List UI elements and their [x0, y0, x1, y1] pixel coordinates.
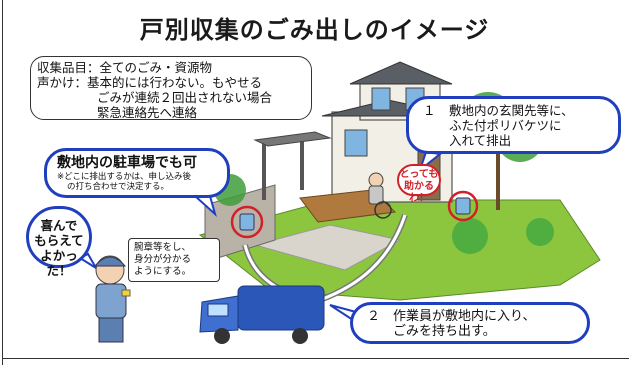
parking-bubble: 敷地内の駐車場でも可 ※どこに排出するかは、申し込み後 の打ち合わせで決定する。: [44, 148, 230, 198]
help-bubble: とっても 助かるわ！: [397, 164, 441, 204]
step1-line2: ふた付ポリバケツに: [449, 118, 562, 133]
bin-highlight-right: [447, 190, 479, 222]
page-title: 戸別収集のごみ出しのイメージ: [139, 16, 490, 44]
info-call-row: 声かけ：基本的には行わない。もやせる: [37, 75, 305, 90]
step2-line2: ごみを持ち出す。: [393, 324, 496, 339]
frame-bottom: [2, 358, 629, 359]
info-box: 収集品目：全てのごみ・資源物 声かけ：基本的には行わない。もやせる ごみが連続２…: [30, 56, 312, 120]
trash-bin-icon: [239, 213, 255, 231]
truck-wheel: [214, 328, 230, 344]
frame-left: [2, 0, 3, 365]
armband-line1: 腕章等をし、: [134, 242, 192, 253]
step2-line1-row: ２ 作業員が敷地内に入り、: [367, 309, 577, 324]
items-label: 収集品目：: [37, 60, 100, 75]
tree-trunk: [496, 150, 500, 210]
carport-post: [262, 140, 266, 200]
step1-line3: 入れて排出: [449, 133, 512, 148]
step1-number: １: [423, 103, 436, 118]
step1-line1-row: １ 敷地内の玄関先等に、: [423, 103, 610, 118]
driveway: [253, 224, 402, 271]
trash-bin-icon: [455, 197, 471, 215]
call-line3: 緊急連絡先へ連絡: [97, 105, 198, 120]
worker-cap: [93, 256, 127, 267]
items-value: 全てのごみ・資源物: [99, 60, 213, 75]
call-line1: 基本的には行わない。もやせる: [87, 75, 263, 90]
arrow-house-to-truck: [319, 214, 407, 302]
step2-bubble: ２ 作業員が敷地内に入り、 ごみを持ち出す。: [350, 302, 590, 344]
step2-number: ２: [367, 309, 381, 324]
wheelchair-wheel: [374, 201, 392, 219]
worker-legs: [98, 317, 124, 343]
glad-line2: もらえて: [34, 233, 84, 248]
info-items-row: 収集品目：全てのごみ・資源物: [37, 60, 305, 75]
bush: [452, 218, 488, 254]
elderly-person-head: [368, 172, 384, 188]
window: [344, 129, 368, 157]
armband-line2: 身分が分かる: [134, 254, 192, 265]
elderly-person-body: [368, 185, 384, 205]
help-line2: 助かるわ！: [404, 181, 434, 204]
parking-main: 敷地内の駐車場でも可: [57, 155, 197, 171]
glad-line1: 喜んで: [40, 218, 78, 233]
armband-line3: ようにする。: [134, 266, 192, 277]
glad-line3: よかった！: [40, 248, 78, 278]
bin-highlight-left: [230, 205, 264, 239]
step1-bubble: １ 敷地内の玄関先等に、 ふた付ポリバケツに 入れて排出: [406, 96, 621, 154]
step2-line1: 作業員が敷地内に入り、: [393, 309, 536, 324]
step1-line1: 敷地内の玄関先等に、: [449, 103, 574, 118]
window: [371, 87, 391, 111]
parking-note2: の打ち合わせで決定する。: [67, 182, 170, 192]
armband-note: 腕章等をし、 身分が分かる ようにする。: [128, 238, 220, 282]
help-line1: とっても: [399, 169, 439, 180]
truck-wheel: [292, 328, 308, 344]
carport-post: [300, 135, 304, 190]
call-label: 声かけ：: [37, 75, 88, 90]
call-line2: ごみが連続２回出されない場合: [97, 90, 273, 105]
bush: [526, 218, 554, 246]
roof: [349, 61, 453, 85]
worker-armband: [121, 289, 131, 297]
parking-note1: ※どこに排出するかは、申し込み後: [57, 172, 192, 182]
carport-roof: [253, 131, 332, 147]
truck-body: [237, 285, 325, 331]
glad-bubble: 喜んで もらえて よかった！: [26, 206, 92, 278]
truck-window: [207, 303, 229, 317]
worker-body: [95, 283, 127, 319]
